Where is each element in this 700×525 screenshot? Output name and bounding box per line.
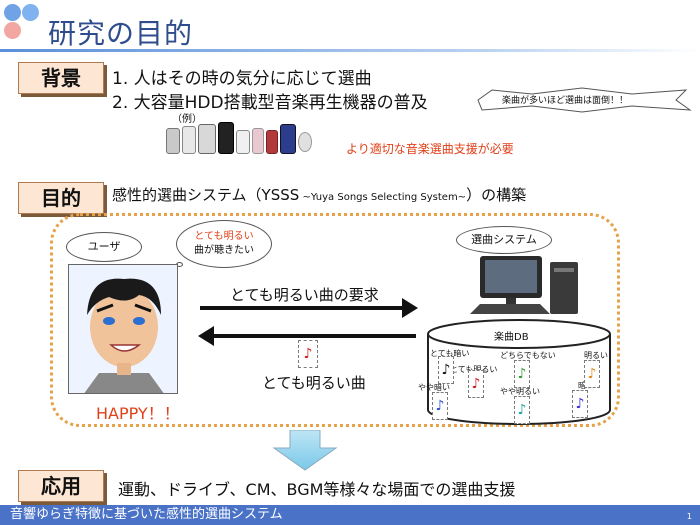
purpose-label: 目的 [18,182,104,214]
earphones [298,132,312,152]
background-item-2: 2. 大容量HDD搭載型音楽再生機器の普及 [112,93,428,113]
user-label-bubble: ユーザ [66,232,142,262]
request-response-arrows [198,298,418,346]
db-tag-very-bright: とても明るい [450,364,497,375]
application-label: 応用 [18,470,104,502]
purpose-text-end: ）の構築 [466,186,527,204]
player-device-2 [182,126,196,154]
db-music-note-4-icon: ♪ [584,360,600,388]
page-number: 1 [686,512,692,521]
db-music-note-2-icon: ♪ [468,370,484,398]
down-arrow-icon [272,430,338,471]
purpose-text-small: ~Yuya Songs Selecting System~ [299,192,467,203]
dot-pink [4,22,21,39]
response-music-note-icon: ♪ [298,340,318,368]
user-thought-bubble: とても明るい 曲が聴きたい [176,220,272,268]
response-arrow-head [198,326,214,346]
purpose-text: 感性的選曲システム（YSSS ~Yuya Songs Selecting Sys… [112,184,526,205]
decorative-dots [4,4,44,44]
cloud-note-shape [477,87,692,113]
player-device-4 [218,122,234,154]
player-device-6 [252,128,264,154]
player-device-7 [266,130,278,154]
purpose-text-main: 感性的選曲システム（YSSS [112,186,300,204]
db-tag-bright: 明るい [584,351,608,360]
system-label-bubble: 選曲システム [456,226,552,254]
db-music-note-5-icon: ♪ [432,392,448,420]
user-label: ユーザ [87,240,121,253]
request-label: とても明るい曲の要求 [230,286,379,304]
application-text: 運動、ドライブ、CM、BGM等様々な場面での選曲支援 [118,480,516,499]
background-label: 背景 [18,62,104,94]
db-music-note-1-icon: ♪ [438,356,454,384]
background-item-1: 1. 人はその時の気分に応じて選曲 [112,69,372,89]
db-tag-slightly-bright: やや明るい [500,387,540,396]
user-thought-line-1: とても明るい [194,231,254,242]
player-device-3 [198,124,216,154]
db-tag-neutral: どちらでもない [500,351,556,360]
happy-text: HAPPY！！ [96,404,180,423]
request-arrow-head [402,298,418,318]
example-label: （例） [172,114,202,125]
db-label: 楽曲DB [494,332,529,343]
title-divider [0,49,700,52]
db-music-note-7-icon: ♪ [572,390,588,418]
music-player-images [166,118,316,164]
system-diagram-region [50,213,620,427]
footer-text: 音響ゆらぎ特徴に基づいた感性的選曲システム [10,507,283,522]
response-label: とても明るい曲 [262,374,366,392]
dot-blue-2 [22,4,39,21]
user-avatar-illustration [68,264,178,394]
system-label: 選曲システム [471,233,537,246]
db-tag-slightly-dark: やや暗い [418,383,450,392]
player-device-8 [280,124,296,154]
db-music-note-3-icon: ♪ [514,360,530,388]
footer-bar: 音響ゆらぎ特徴に基づいた感性的選曲システム 1 [0,505,700,525]
db-tag-very-dark: とても暗い [430,349,470,358]
dot-blue-1 [4,4,21,21]
support-note: より適切な音楽選曲支援が必要 [346,142,514,156]
page-title: 研究の目的 [48,17,194,50]
player-device-5 [236,130,250,154]
db-music-note-6-icon: ♪ [514,396,530,424]
user-thought-line-2: 曲が聴きたい [194,245,254,256]
cloud-note-text: 楽曲が多いほど選曲は面倒！！ [502,96,629,106]
player-device-1 [166,128,180,154]
computer-icon [470,256,578,314]
